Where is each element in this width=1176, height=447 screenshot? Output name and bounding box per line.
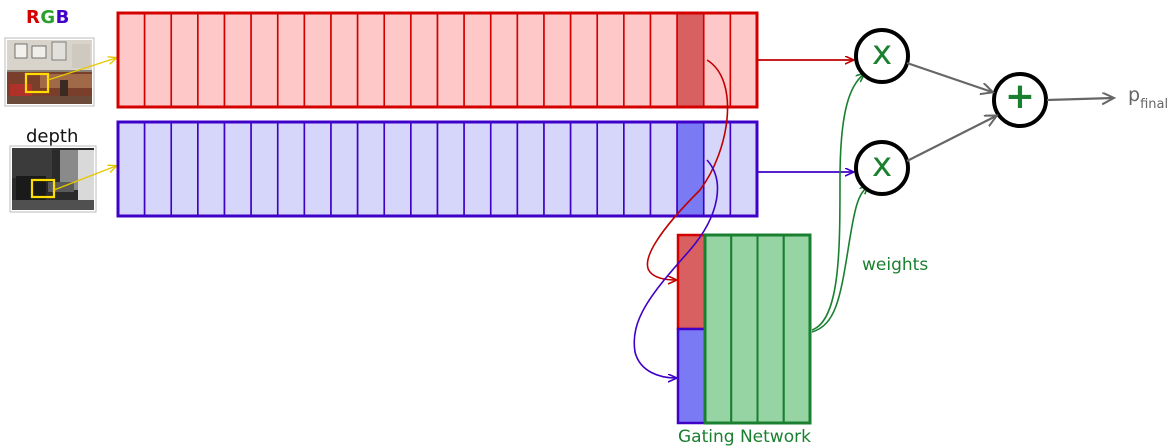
depth-patch-arrow [53, 166, 116, 191]
rgb-feature-row [116, 11, 759, 109]
rgb-feature-cell [410, 12, 439, 108]
weight-to-rgb-multiply-arrow [811, 74, 864, 331]
depth-feature-cell [516, 121, 545, 217]
depth-feature-cell [543, 121, 572, 217]
p-final-label: pfinal [1128, 84, 1169, 112]
rgb-label: RGB [26, 9, 70, 27]
multiply-node-depth [854, 140, 910, 196]
depth-feature-cell [489, 121, 519, 217]
depth-feature-cell [410, 121, 439, 217]
rgb-feature-cell [623, 12, 652, 108]
depth-feature-cell [197, 121, 226, 217]
rgb-patch-arrow [47, 58, 116, 81]
depth-feature-cell [596, 121, 625, 217]
rgb-feature-cell [596, 12, 625, 108]
rgb-feature-cell [170, 12, 199, 108]
depth-feature-cell [117, 121, 146, 217]
rgb-label-r: R [26, 7, 41, 28]
depth-feature-cell [569, 121, 599, 217]
p-final-subscript: final [1140, 97, 1169, 112]
multiply-symbol-depth: x [871, 145, 893, 185]
depth-feature-cell [702, 121, 732, 217]
rgb-feature-cell [117, 12, 146, 108]
rgb-feature-cell [516, 12, 545, 108]
depth-feature-cell [383, 121, 412, 217]
gating-network-column [756, 234, 785, 424]
rgb-feature-cell [383, 12, 412, 108]
depth-feature-cell [170, 121, 199, 217]
depth-highlight-to-gating-arrow [633, 159, 719, 378]
rgb-label-g: G [40, 7, 56, 28]
gating-network-column [730, 234, 759, 424]
depth-feature-cell [276, 121, 306, 217]
rgb-feature-cell [276, 12, 306, 108]
rgb-feature-cell [543, 12, 572, 108]
gating-network-label: Gating Network [678, 427, 811, 447]
rgb-label-b: B [55, 7, 70, 28]
multiply-node-rgb [854, 28, 910, 84]
rgb-patch-box [24, 72, 50, 94]
rgb-highlight-to-gating-arrow [646, 59, 729, 280]
depth-feature-cell [250, 121, 279, 217]
depth-feature-cell [729, 121, 758, 217]
rgb-image-thumbnail [4, 37, 95, 107]
rgb-feature-cell [356, 12, 386, 108]
gating-network-column [782, 234, 811, 424]
depth-feature-cell [623, 121, 652, 217]
rgb-feature-cell [436, 12, 465, 108]
depth-feature-cell [303, 121, 332, 217]
rgb-feature-cell [489, 12, 519, 108]
rgb-product-to-sum-arrow [906, 61, 992, 92]
depth-feature-row [116, 120, 759, 218]
gating-input-depth-cell [676, 327, 707, 425]
multiply-symbol-rgb: x [871, 33, 893, 73]
weight-to-depth-multiply-arrow [811, 186, 868, 333]
depth-patch-box [30, 178, 56, 199]
rgb-feature-cell [676, 12, 705, 108]
rgb-feature-cell [223, 12, 252, 108]
sum-to-output-arrow [1046, 98, 1113, 100]
add-node [992, 72, 1048, 128]
depth-feature-cell [223, 121, 252, 217]
rgb-feature-cell [197, 12, 226, 108]
depth-feature-cell [143, 121, 173, 217]
rgb-feature-cell [729, 12, 758, 108]
depth-feature-cell [330, 121, 359, 217]
add-symbol: + [1004, 76, 1036, 117]
depth-feature-row-border [116, 120, 759, 218]
rgb-feature-cell [649, 12, 678, 108]
gating-network-block [676, 233, 812, 425]
rgb-feature-cell [303, 12, 332, 108]
depth-label: depth [26, 126, 79, 147]
weights-label: weights [862, 255, 929, 275]
depth-feature-cell [463, 121, 492, 217]
rgb-feature-cell [463, 12, 492, 108]
gating-network-border [703, 233, 812, 425]
depth-feature-cell [356, 121, 386, 217]
rgb-feature-cell [569, 12, 599, 108]
rgb-feature-cell [143, 12, 173, 108]
depth-feature-cell [649, 121, 678, 217]
depth-feature-cell [676, 121, 705, 217]
rgb-feature-cell [250, 12, 279, 108]
depth-product-to-sum-arrow [906, 116, 996, 162]
gating-network-column [704, 234, 733, 424]
p-final-main: p [1128, 84, 1141, 106]
depth-feature-cell [436, 121, 465, 217]
rgb-feature-cell [330, 12, 359, 108]
